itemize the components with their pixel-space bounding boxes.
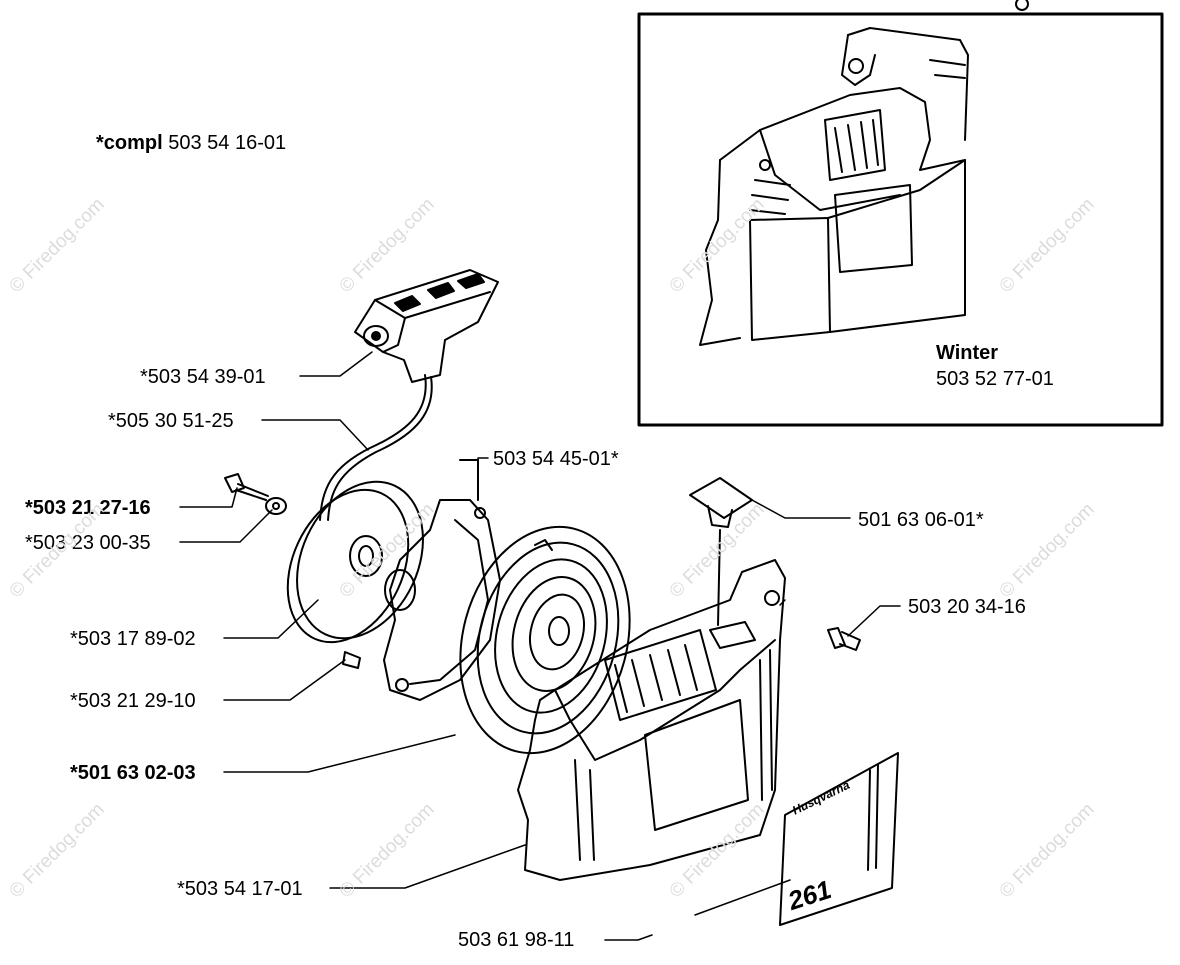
part-label: *505 30 51-25 — [108, 410, 234, 432]
part-label: *503 21 29-10 — [70, 690, 196, 712]
compl-number: 503 54 16-01 — [168, 132, 287, 154]
part-label: *503 23 00-35 — [25, 532, 151, 554]
inset-title: Winter — [936, 342, 999, 364]
part-label: *503 17 89-02 — [70, 628, 196, 650]
compl-prefix: *compl — [96, 132, 163, 154]
winter-cover-drawing — [699, 27, 969, 346]
part-label: 501 63 06-01* — [858, 509, 984, 531]
leader-lines — [179, 351, 901, 941]
decal-drawing — [779, 752, 899, 926]
rope-pulley-drawing — [286, 480, 424, 644]
part-label: *501 63 02-03 — [70, 762, 196, 784]
starter-handle-drawing — [354, 269, 499, 383]
part-label: *503 21 27-16 — [25, 497, 151, 519]
compl-label: *compl 503 54 16-01 — [96, 132, 286, 154]
inset-frame — [637, 12, 1164, 427]
part-label: *503 54 39-01 — [140, 366, 266, 388]
inset-part-number: 503 52 77-01 — [936, 368, 1054, 390]
part-label: 503 61 98-11 — [458, 929, 575, 951]
screw-and-washer-drawing — [224, 473, 287, 515]
corner-copyright-icon — [1015, 0, 1029, 11]
side-screw-drawing — [827, 627, 861, 651]
part-label: 503 20 34-16 — [908, 596, 1026, 618]
recoil-spring-drawing — [459, 525, 631, 755]
starter-cover-drawing — [517, 529, 786, 881]
starter-rope-drawing — [319, 374, 427, 521]
part-label: *503 54 17-01 — [177, 878, 303, 900]
part-label: 503 54 45-01* — [493, 448, 619, 470]
